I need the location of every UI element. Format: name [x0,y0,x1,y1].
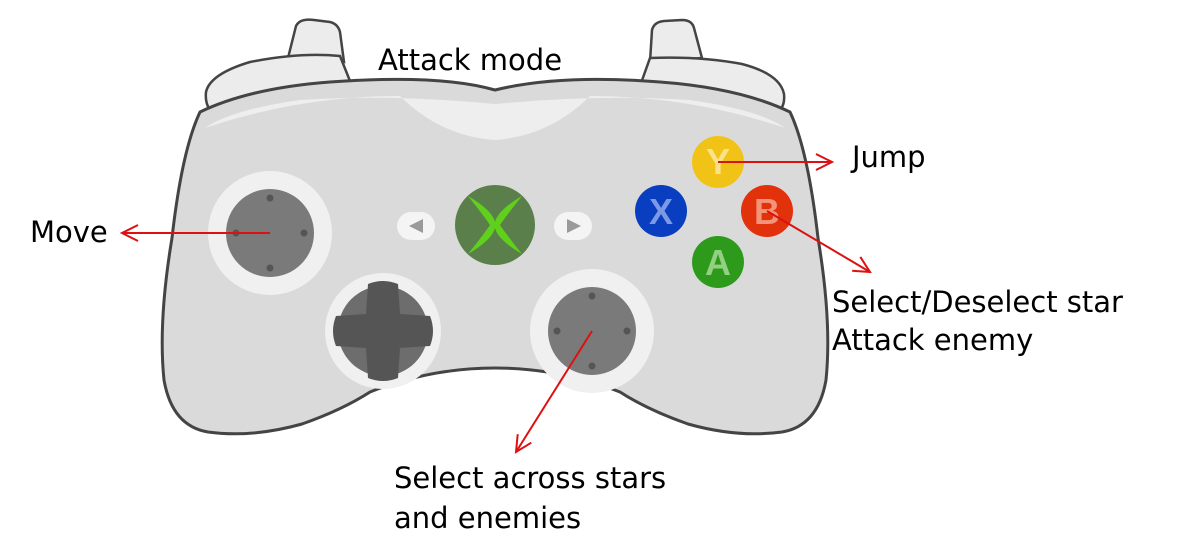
x-button: X [635,185,687,237]
back-triangle-icon [409,219,423,233]
label-move: Move [30,215,108,249]
back-button [397,212,435,240]
label-rstick-line2: and enemies [394,501,582,535]
label-jump: Jump [852,140,926,174]
label-b-line2: Attack enemy [832,323,1034,357]
xbox-guide-icon [468,196,522,254]
d-pad [325,273,441,389]
right-trigger [648,18,704,64]
left-trigger [286,18,346,64]
start-button [554,212,592,240]
a-button-letter: A [705,242,731,283]
guide-button [455,185,535,265]
a-button: A [692,236,744,288]
label-rstick-line1: Select across stars [394,461,667,495]
label-b-line1: Select/Deselect star [832,285,1123,319]
arrow-right-stick [516,330,593,452]
label-attack-mode: Attack mode [378,43,563,77]
arrow-b [766,210,870,272]
start-triangle-icon [567,219,581,233]
x-button-letter: X [649,191,673,232]
